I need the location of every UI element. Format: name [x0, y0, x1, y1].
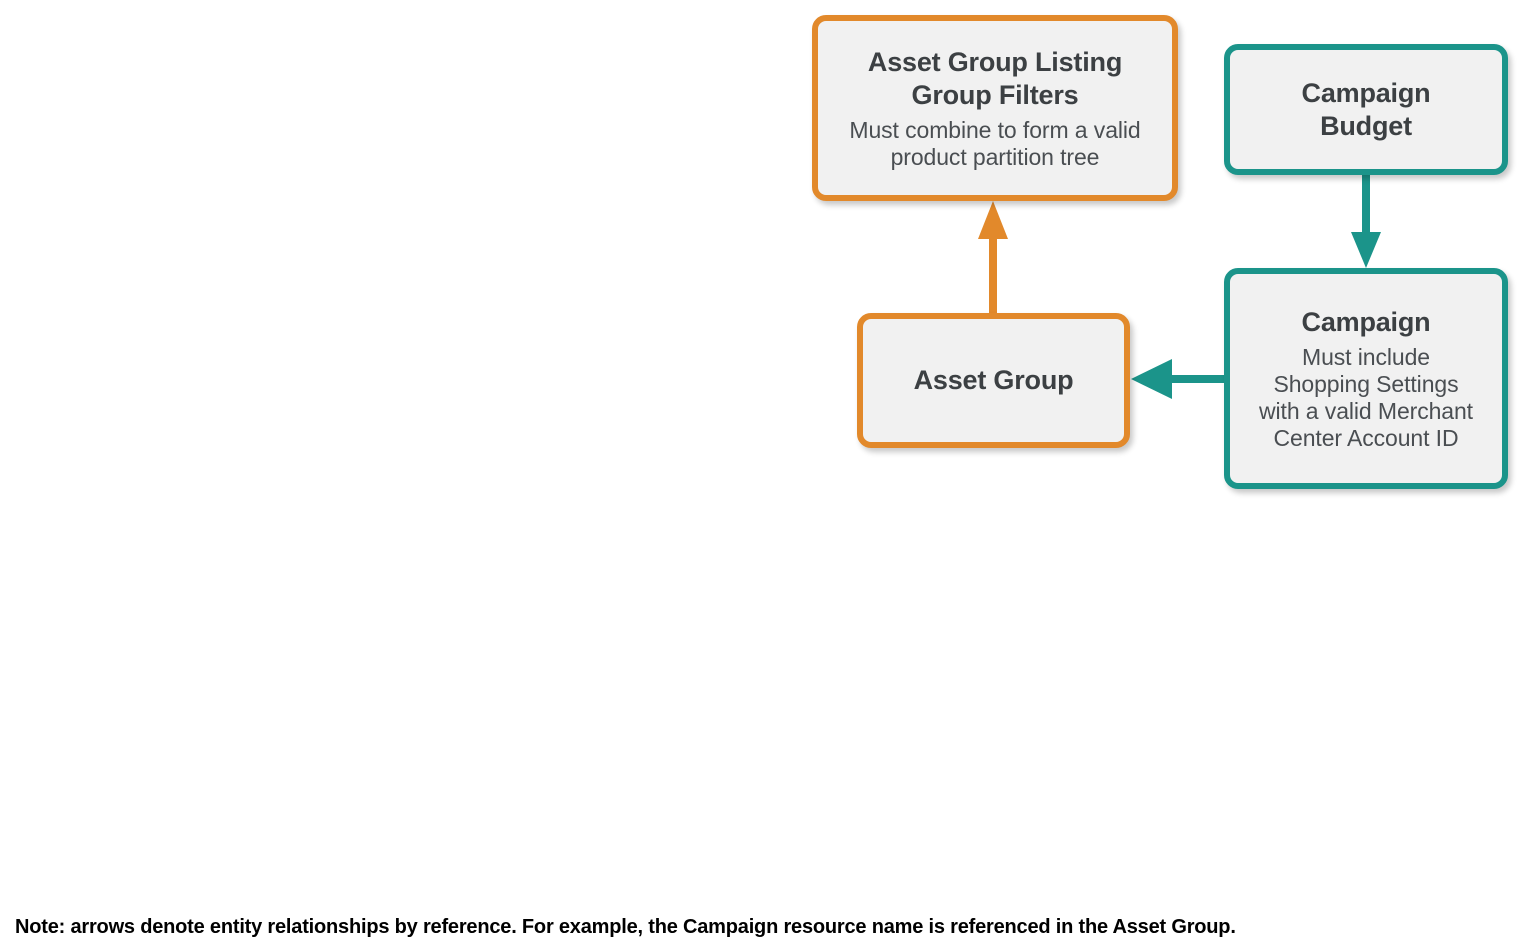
node-title-line1: Asset Group: [913, 365, 1074, 395]
node-campaign[interactable]: Campaign Must include Shopping Settings …: [1224, 268, 1508, 489]
edge-campaign-to-asset-group: [1131, 359, 1224, 399]
node-subtitle-line3: with a valid Merchant: [1259, 397, 1473, 424]
edge-budget-to-campaign: [1351, 175, 1381, 268]
node-title: Campaign: [1302, 306, 1431, 339]
node-subtitle: Must combine to form a valid product par…: [849, 117, 1140, 171]
node-title-line2: Budget: [1320, 110, 1412, 141]
node-title-line1: Campaign: [1301, 306, 1431, 337]
node-subtitle-line2: product partition tree: [890, 143, 1100, 170]
node-subtitle: Must include Shopping Settings with a va…: [1259, 344, 1473, 452]
node-title: Campaign Budget: [1302, 77, 1431, 143]
node-campaign-budget[interactable]: Campaign Budget: [1224, 44, 1508, 175]
node-title: Asset Group: [914, 364, 1074, 397]
node-asset-group-listing-group-filters[interactable]: Asset Group Listing Group Filters Must c…: [812, 15, 1178, 201]
node-title-line1: Campaign: [1301, 77, 1431, 108]
node-subtitle-line1: Must include: [1302, 343, 1430, 370]
node-asset-group[interactable]: Asset Group: [857, 313, 1130, 448]
node-subtitle-line2: Shopping Settings: [1273, 370, 1459, 397]
node-subtitle-line1: Must combine to form a valid: [849, 116, 1141, 143]
node-title-line1: Asset Group Listing: [867, 46, 1123, 77]
node-title-line2: Group Filters: [911, 79, 1079, 110]
node-title: Asset Group Listing Group Filters: [868, 46, 1122, 112]
footer-note: Note: arrows denote entity relationships…: [15, 916, 1236, 938]
node-subtitle-line4: Center Account ID: [1273, 424, 1459, 451]
edge-asset-group-to-filters: [978, 201, 1008, 313]
